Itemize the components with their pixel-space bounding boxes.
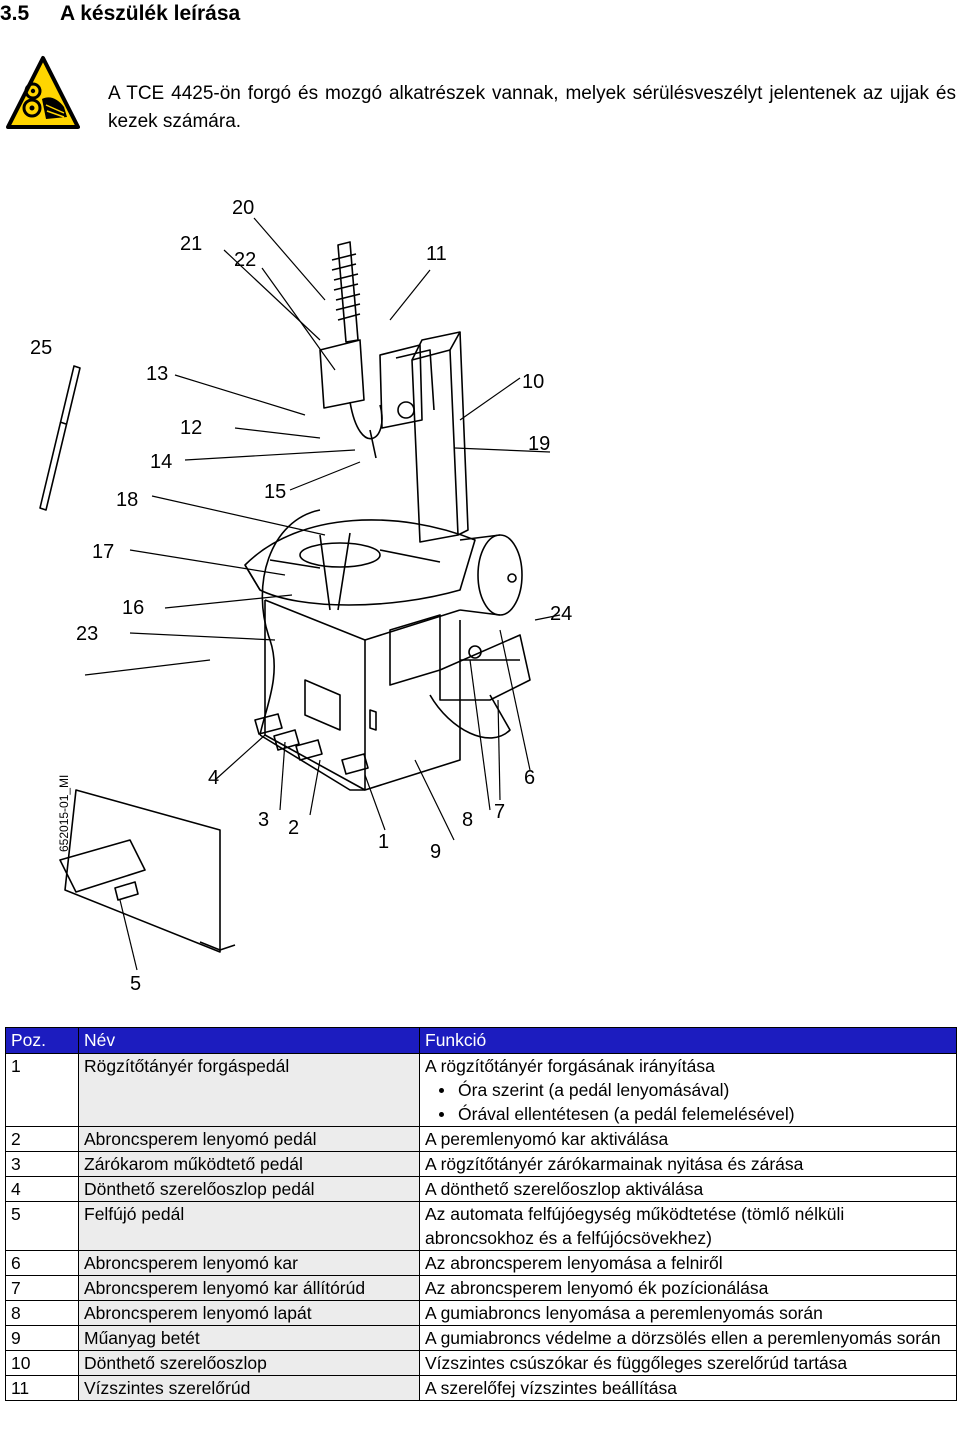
cell-pos: 10 <box>5 1350 79 1376</box>
callout-label: 10 <box>522 371 544 393</box>
cell-name: Felfújó pedál <box>78 1201 420 1251</box>
table-row: Óra szerint (a pedál lenyomásával) <box>5 1078 957 1102</box>
cell-name: Zárókarom működtető pedál <box>78 1151 420 1177</box>
table-row: 5 Felfújó pedál Az automata felfújóegysé… <box>5 1201 957 1251</box>
section-title: A készülék leírása <box>60 2 241 25</box>
cell-pos: 1 <box>5 1053 79 1078</box>
cell-name: Abroncsperem lenyomó kar <box>78 1250 420 1276</box>
table-row: Órával ellentétesen (a pedál felemelésév… <box>5 1102 957 1127</box>
drawing-code: 652015-01_MI <box>57 775 71 852</box>
table-row: 8 Abroncsperem lenyomó lapát A gumiabron… <box>5 1300 957 1326</box>
table-row: 7 Abroncsperem lenyomó kar állítórúd Az … <box>5 1275 957 1301</box>
cell-pos: 6 <box>5 1250 79 1276</box>
cell-func: A dönthető szerelőoszlop aktiválása <box>419 1176 957 1202</box>
cell-func: A gumiabroncs lenyomása a peremlenyomás … <box>419 1300 957 1326</box>
cell-func: A szerelőfej vízszintes beállítása <box>419 1375 957 1401</box>
bullet-item: Óra szerint (a pedál lenyomásával) <box>425 1078 951 1102</box>
section-heading: 3.5 A készülék leírása <box>0 0 240 28</box>
table-row: 4 Dönthető szerelőoszlop pedál A dönthet… <box>5 1176 957 1202</box>
bullet-item: Órával ellentétesen (a pedál felemelésév… <box>425 1102 951 1126</box>
cell-func: Az abroncsperem lenyomó ék pozícionálása <box>419 1275 957 1301</box>
callout-label: 4 <box>208 767 219 789</box>
callout-label: 6 <box>524 767 535 789</box>
tire-changer-drawing: 20 21 22 11 25 13 10 12 19 14 15 18 17 1… <box>30 197 572 995</box>
header-pos: Poz. <box>5 1027 79 1054</box>
section-number: 3.5 <box>0 2 30 25</box>
cell-name: Abroncsperem lenyomó lapát <box>78 1300 420 1326</box>
cell-name: Dönthető szerelőoszlop <box>78 1350 420 1376</box>
warning-text: A TCE 4425-ön forgó és mozgó alkatrészek… <box>108 83 956 132</box>
callout-label: 12 <box>180 417 202 439</box>
cell-name: Rögzítőtányér forgáspedál <box>78 1053 420 1127</box>
callout-label: 24 <box>550 603 572 625</box>
table-row: 11 Vízszintes szerelőrúd A szerelőfej ví… <box>5 1375 957 1401</box>
table-row: 2 Abroncsperem lenyomó pedál A peremleny… <box>5 1126 957 1152</box>
callout-label: 8 <box>462 809 473 831</box>
callout-label: 9 <box>430 841 441 863</box>
cell-func: A peremlenyomó kar aktiválása <box>419 1126 957 1152</box>
callout-label: 14 <box>150 451 172 473</box>
cell-func: A gumiabroncs védelme a dörzsölés ellen … <box>419 1325 957 1351</box>
cell-name: Vízszintes szerelőrúd <box>78 1375 420 1401</box>
table-row: 1 Rögzítőtányér forgáspedál A rögzítőtán… <box>5 1053 957 1127</box>
cell-pos: 2 <box>5 1126 79 1152</box>
cell-func: Az automata felfújóegység működtetése (t… <box>419 1201 957 1251</box>
callout-label: 11 <box>426 243 447 265</box>
cell-func: A rögzítőtányér zárókarmainak nyitása és… <box>419 1151 957 1177</box>
header-name: Név <box>78 1027 420 1054</box>
cell-func-bullet: Óra szerint (a pedál lenyomásával) <box>419 1078 957 1102</box>
cell-pos: 7 <box>5 1275 79 1301</box>
cell-pos: 9 <box>5 1325 79 1351</box>
cell-name: Abroncsperem lenyomó pedál <box>78 1126 420 1152</box>
callout-label: 19 <box>528 433 550 455</box>
callout-label: 2 <box>288 817 299 839</box>
callout-label: 17 <box>92 541 114 563</box>
cell-pos-empty <box>5 1102 79 1127</box>
cell-func: Vízszintes csúszókar és függőleges szere… <box>419 1350 957 1376</box>
table-row: 10 Dönthető szerelőoszlop Vízszintes csú… <box>5 1350 957 1376</box>
table-row: 6 Abroncsperem lenyomó kar Az abroncsper… <box>5 1250 957 1276</box>
callout-label: 21 <box>180 233 202 255</box>
parts-table: Poz. Név Funkció 1 Rögzítőtányér forgásp… <box>5 1027 957 1401</box>
table-header-row: Poz. Név Funkció <box>5 1027 957 1054</box>
callout-label: 25 <box>30 337 52 359</box>
cell-name: Dönthető szerelőoszlop pedál <box>78 1176 420 1202</box>
cell-func: Az abroncsperem lenyomása a felniről <box>419 1250 957 1276</box>
cell-pos-empty <box>5 1078 79 1102</box>
callout-label: 23 <box>76 623 98 645</box>
callout-label: 7 <box>494 801 505 823</box>
callout-label: 16 <box>122 597 144 619</box>
cell-pos: 8 <box>5 1300 79 1326</box>
cell-pos: 5 <box>5 1201 79 1251</box>
cell-func-bullet: Órával ellentétesen (a pedál felemelésév… <box>419 1102 957 1127</box>
table-row: 3 Zárókarom működtető pedál A rögzítőtán… <box>5 1151 957 1177</box>
drawing-labels: 20 21 22 11 25 13 10 12 19 14 15 18 17 1… <box>30 197 572 995</box>
callout-label: 22 <box>234 249 256 271</box>
cell-pos: 4 <box>5 1176 79 1202</box>
callout-label: 15 <box>264 481 286 503</box>
callout-label: 13 <box>146 363 168 385</box>
cell-pos: 11 <box>5 1375 79 1401</box>
header-func: Funkció <box>419 1027 957 1054</box>
cell-pos: 3 <box>5 1151 79 1177</box>
callout-label: 5 <box>130 973 141 995</box>
callout-label: 20 <box>232 197 254 219</box>
cell-name: Műanyag betét <box>78 1325 420 1351</box>
callout-label: 18 <box>116 489 138 511</box>
callout-label: 3 <box>258 809 269 831</box>
cell-name: Abroncsperem lenyomó kar állítórúd <box>78 1275 420 1301</box>
table-row: 9 Műanyag betét A gumiabroncs védelme a … <box>5 1325 957 1351</box>
cell-func: A rögzítőtányér forgásának irányítása <box>419 1053 957 1078</box>
hand-crush-warning-icon <box>6 56 80 129</box>
callout-label: 1 <box>378 831 389 853</box>
